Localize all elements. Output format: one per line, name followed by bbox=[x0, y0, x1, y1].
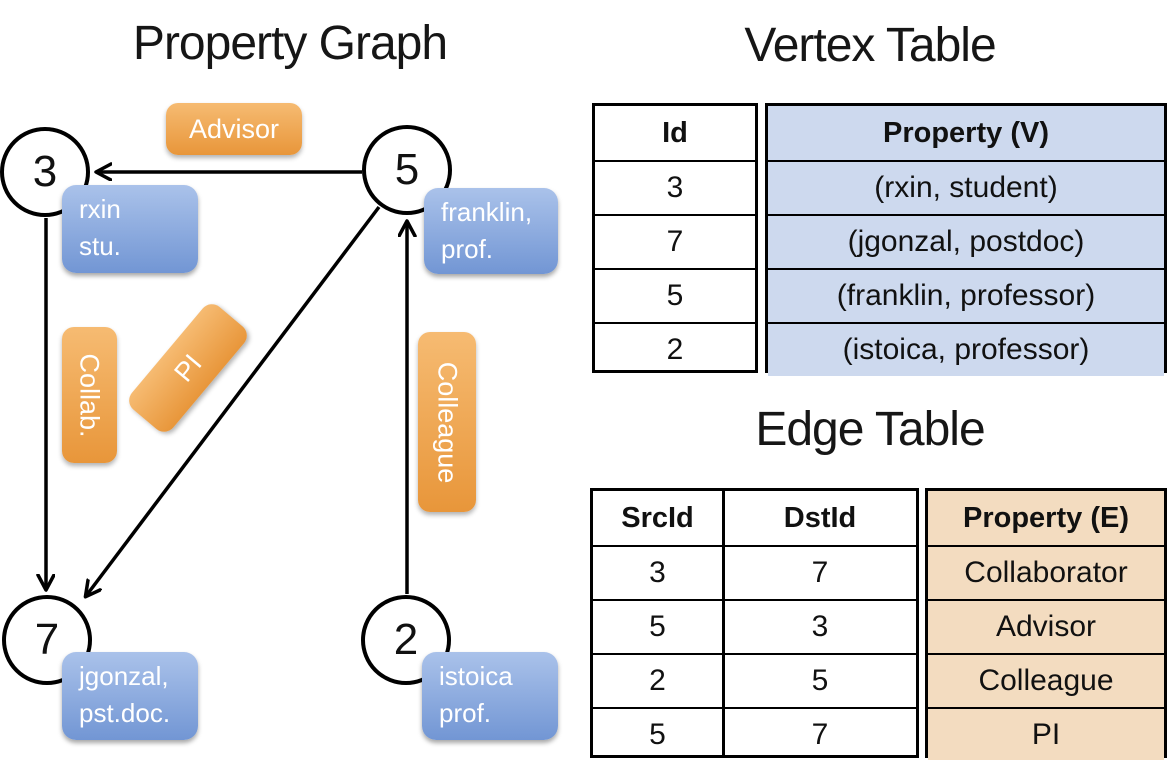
vertex-property-box-jgonzal: jgonzal, pst.doc. bbox=[62, 652, 198, 740]
edge-table-srcid-column: SrcId 3 5 2 5 bbox=[590, 488, 725, 758]
property-graph-title: Property Graph bbox=[132, 17, 448, 70]
edge-table-srcid-cell: 2 bbox=[593, 653, 722, 707]
vertex-property-line: stu. bbox=[79, 230, 121, 261]
vertex-table-property-cell: (franklin, professor) bbox=[768, 268, 1164, 322]
vertex-property-box-istoica: istoica prof. bbox=[422, 652, 558, 740]
vertex-id-label: 7 bbox=[34, 615, 60, 664]
edge-table-title: Edge Table bbox=[755, 403, 985, 456]
vertex-table-id-cell: 3 bbox=[595, 160, 755, 214]
edge-pi-5-to-7 bbox=[86, 205, 381, 596]
edge-label-text: Advisor bbox=[188, 113, 280, 144]
vertex-property-line: istoica bbox=[439, 661, 513, 691]
edge-label-text: Collab. bbox=[75, 352, 106, 438]
edge-table-property-cell: Advisor bbox=[928, 599, 1164, 653]
vertex-property-line: prof. bbox=[439, 697, 492, 728]
edge-table-dstid-cell: 7 bbox=[724, 545, 916, 599]
edge-table-dstid-cell: 7 bbox=[724, 707, 916, 760]
vertex-table-header-property: Property (V) bbox=[768, 106, 1164, 160]
edge-table-srcid-cell: 5 bbox=[593, 707, 722, 760]
edge-label-collab: Collab. bbox=[62, 327, 117, 463]
vertex-id-label: 5 bbox=[394, 145, 420, 194]
vertex-table-title: Vertex Table bbox=[744, 19, 996, 72]
vertex-table-property-cell: (istoica, professor) bbox=[768, 322, 1164, 376]
vertex-table-property-column: Property (V) (rxin, student) (jgonzal, p… bbox=[765, 103, 1167, 376]
edge-table-property-cell: PI bbox=[928, 707, 1164, 760]
vertex-table-id-cell: 2 bbox=[595, 322, 755, 376]
vertex-property-line: prof. bbox=[441, 233, 494, 264]
edge-table-header-property: Property (E) bbox=[928, 491, 1164, 545]
edge-table-header-dstid: DstId bbox=[783, 501, 857, 534]
vertex-table-property-cell: (rxin, student) bbox=[768, 160, 1164, 214]
vertex-table-id-cell: 7 bbox=[595, 214, 755, 268]
vertex-id-label: 3 bbox=[32, 147, 58, 196]
edge-table-srcid-cell: 3 bbox=[593, 545, 722, 599]
vertex-property-line: rxin bbox=[79, 194, 121, 224]
vertex-property-line: jgonzal, bbox=[79, 661, 169, 691]
vertex-table-header-id: Id bbox=[662, 116, 688, 149]
vertex-property-line: franklin, bbox=[441, 197, 533, 227]
vertex-property-line: pst.doc. bbox=[79, 697, 171, 728]
edge-label-advisor: Advisor bbox=[166, 103, 302, 155]
edge-table-dstid-cell: 5 bbox=[724, 653, 916, 707]
vertex-id-label: 2 bbox=[393, 615, 419, 664]
edge-table-property-cell: Collaborator bbox=[928, 545, 1164, 599]
edge-label-colleague: Colleague bbox=[418, 332, 476, 512]
vertex-table-property-cell: (jgonzal, postdoc) bbox=[768, 214, 1164, 268]
vertex-node-5: 5 bbox=[362, 125, 452, 215]
graph-edges bbox=[0, 0, 585, 760]
edge-table-header-srcid: SrcId bbox=[621, 501, 694, 534]
vertex-table-id-cell: 5 bbox=[595, 268, 755, 322]
edge-label-text: PI bbox=[167, 348, 208, 388]
edge-table-property-cell: Colleague bbox=[928, 653, 1164, 707]
vertex-node-2: 2 bbox=[361, 595, 451, 685]
edge-table-dstid-cell: 3 bbox=[724, 599, 916, 653]
edge-table-srcid-cell: 5 bbox=[593, 599, 722, 653]
edge-table-dstid-column: DstId 7 3 5 7 bbox=[722, 488, 919, 758]
vertex-table-id-column: Id 3 7 5 2 bbox=[592, 103, 758, 373]
edge-table-property-column: Property (E) Collaborator Advisor Collea… bbox=[925, 488, 1167, 760]
edge-label-text: Colleague bbox=[432, 361, 463, 483]
vertex-property-box-rxin: rxin stu. bbox=[62, 185, 198, 273]
vertex-property-box-franklin: franklin, prof. bbox=[424, 188, 558, 274]
